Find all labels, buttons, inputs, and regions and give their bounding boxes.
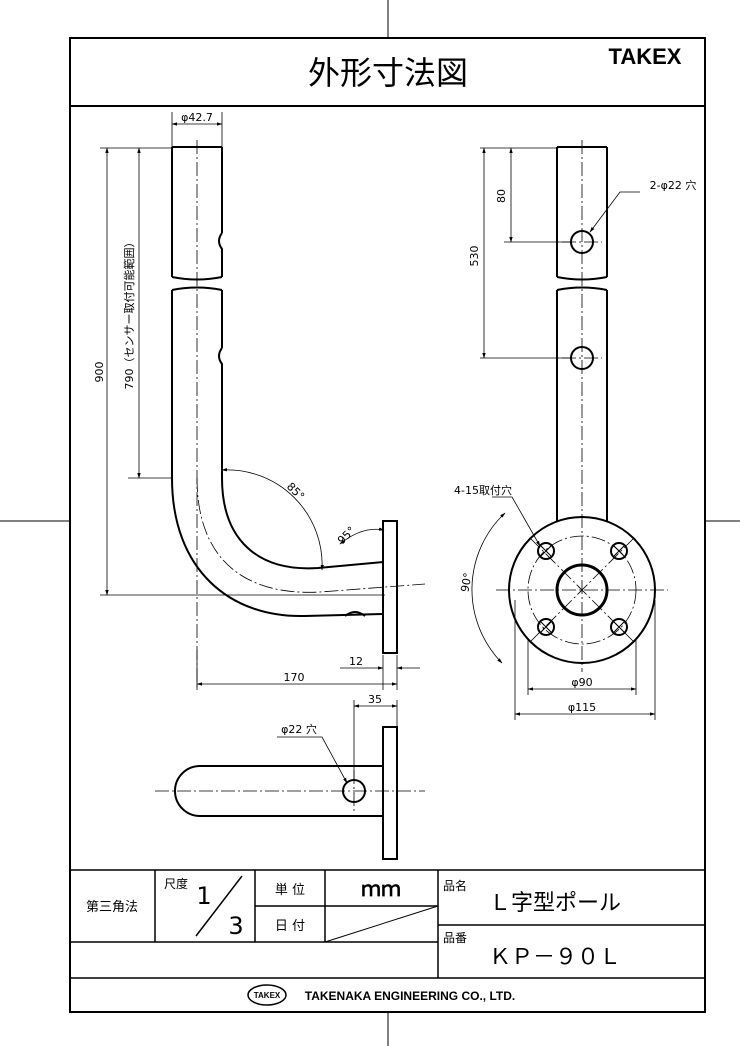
dim-530: 530 (468, 246, 481, 267)
product-name: Ｌ字型ポール (489, 891, 621, 916)
top-view (174, 726, 398, 860)
dim-angle-95: 95° (335, 524, 358, 547)
dim-900: 900 (93, 362, 106, 383)
dim-phi-90: φ90 (571, 676, 592, 689)
dim-790-range: 790（センサー取付可能範囲） (122, 237, 136, 390)
unit-value: ｍｍ (361, 877, 401, 901)
brand-logo: TAKEX (609, 44, 682, 69)
sheet-border (69, 37, 706, 1013)
dim-35: 35 (368, 693, 382, 706)
company-logo (247, 984, 287, 1006)
top-view-dimensions (277, 700, 398, 784)
scale-label: 尺度 (164, 876, 188, 891)
title-block (70, 869, 705, 979)
label-2x-hole-22: 2-φ22 穴 (650, 178, 697, 192)
side-view (171, 146, 398, 654)
front-view-centerlines (496, 140, 668, 672)
dim-80: 80 (495, 189, 508, 203)
dim-angle-90: 90° (458, 572, 474, 593)
label-mounting-holes: 4-15取付穴 (454, 483, 512, 497)
dim-170: 170 (284, 671, 305, 684)
product-number-label: 品番 (443, 931, 467, 945)
side-view-centerlines (196, 140, 426, 690)
sheet-title: 外形寸法図 (308, 54, 468, 92)
label-hole-22-side: φ22 穴 (281, 722, 317, 736)
top-view-centerlines (155, 770, 425, 812)
product-number: ＫＰ－９０Ｌ (489, 945, 621, 970)
front-view-dimensions (471, 147, 656, 720)
unit-label: 単 位 (275, 882, 305, 898)
dim-pipe-diameter: φ42.7 (181, 111, 213, 124)
company-name: TAKENAKA ENGINEERING CO., LTD. (305, 989, 515, 1003)
side-view-dimensions (100, 112, 420, 690)
company-logo-text: TAKEX (254, 991, 281, 1000)
scale-denominator: 3 (228, 912, 243, 940)
dim-angle-85: 85° (284, 480, 307, 503)
scale-numerator: 1 (196, 882, 211, 910)
dim-phi-115: φ115 (568, 701, 596, 714)
projection-method: 第三角法 (86, 900, 138, 915)
dim-12: 12 (349, 655, 363, 668)
product-name-label: 品名 (443, 878, 467, 893)
date-label: 日 付 (275, 919, 305, 934)
